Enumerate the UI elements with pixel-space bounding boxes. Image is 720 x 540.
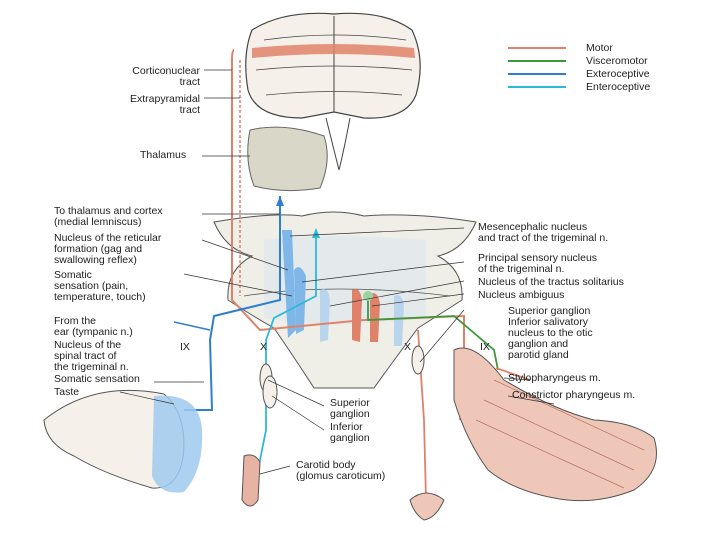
label-principal-line-2: of the trigeminal n. [478, 264, 597, 275]
label-extrapyramidal-line-2: tract [104, 105, 200, 116]
label-inferior-ganglion-line-2: ganglion [330, 433, 370, 444]
legend-label-visceromotor: Visceromotor [586, 55, 648, 67]
right-margin-stripe [685, 0, 720, 540]
legend: Motor Visceromotor Exteroceptive Enteroc… [508, 42, 688, 94]
label-somatic-sensation: Somatic sensation [54, 374, 140, 385]
otic-ganglion-region [410, 493, 444, 520]
thalamus-shape [248, 127, 327, 190]
label-ix-left: IX [180, 342, 190, 353]
label-superior-ganglion: Superior ganglion [330, 398, 370, 420]
label-spinal-tract-nucleus: Nucleus of the spinal tract of the trige… [54, 340, 129, 373]
brainstem [214, 212, 476, 388]
pharyngeal-muscles [454, 348, 657, 501]
label-tractus-solitarius: Nucleus of the tractus solitarius [478, 277, 624, 288]
label-reticular-line-3: swallowing reflex) [54, 255, 161, 266]
ascending-arrow-head [276, 196, 284, 206]
label-superior-ganglion-line-2: ganglion [330, 409, 370, 420]
carotid-body-shape [242, 455, 260, 506]
label-nucleus-ambiguus: Nucleus ambiguus [478, 290, 564, 301]
tympanic-nerve-line [174, 322, 210, 330]
label-x-right: X [404, 342, 411, 353]
label-corticonuclear-tract: Corticonuclear tract [110, 66, 200, 88]
legend-swatch-motor [508, 47, 566, 49]
label-to-thalamus-line-2: (medial lemniscus) [54, 217, 163, 228]
label-x-left: X [260, 342, 267, 353]
glossopharyngeal-nerve-figure: Motor Visceromotor Exteroceptive Enteroc… [34, 0, 686, 540]
label-salivatory-line-5: parotid gland [508, 350, 593, 361]
spinal-trigeminal-nucleus [294, 267, 306, 334]
label-taste: Taste [54, 387, 79, 398]
label-mesencephalic-line-2: and tract of the trigeminal n. [478, 233, 608, 244]
legend-label-enteroceptive: Enteroceptive [586, 81, 650, 93]
label-from-ear: From the ear (tympanic n.) [54, 316, 133, 338]
label-thalamus: Thalamus [140, 150, 186, 161]
legend-label-motor: Motor [586, 42, 613, 54]
left-margin-stripe [0, 0, 35, 540]
label-principal-sensory-nucleus: Principal sensory nucleus of the trigemi… [478, 253, 597, 275]
legend-item-motor: Motor [508, 42, 688, 55]
label-inferior-ganglion: Inferior ganglion [330, 422, 370, 444]
label-ix-right: IX [480, 342, 490, 353]
label-superior-ganglion-salivatory: Superior ganglion Inferior salivatory nu… [508, 306, 593, 361]
legend-label-exteroceptive: Exteroceptive [586, 68, 650, 80]
label-carotid-line-2: (glomus caroticum) [296, 471, 385, 482]
label-somatic-line-3: temperature, touch) [54, 292, 146, 303]
posterior-tongue-region [152, 396, 202, 493]
label-to-thalamus: To thalamus and cortex (medial lemniscus… [54, 206, 163, 228]
legend-swatch-visceromotor [508, 60, 566, 62]
label-mesencephalic-nucleus: Mesencephalic nucleus and tract of the t… [478, 222, 608, 244]
label-stylopharyngeus: Stylopharyngeus m. [508, 373, 601, 384]
label-spinal-tract-line-3: the trigeminal n. [54, 362, 129, 373]
legend-swatch-exteroceptive [508, 73, 566, 75]
legend-item-visceromotor: Visceromotor [508, 55, 688, 68]
legend-item-enteroceptive: Enteroceptive [508, 81, 688, 94]
vagus-ganglion-shape [412, 346, 424, 374]
label-carotid-body: Carotid body (glomus caroticum) [296, 460, 385, 482]
label-constrictor-pharyngeus: Constrictor pharyngeus m. [512, 390, 635, 401]
label-extrapyramidal-tract: Extrapyramidal tract [104, 94, 200, 116]
label-from-ear-line-2: ear (tympanic n.) [54, 327, 133, 338]
legend-swatch-enteroceptive [508, 86, 566, 88]
label-corticonuclear-line-2: tract [110, 77, 200, 88]
label-somatic-sensation-pain: Somatic sensation (pain, temperature, to… [54, 270, 146, 303]
label-reticular-nucleus: Nucleus of the reticular formation (gag … [54, 233, 161, 266]
legend-item-exteroceptive: Exteroceptive [508, 68, 688, 81]
